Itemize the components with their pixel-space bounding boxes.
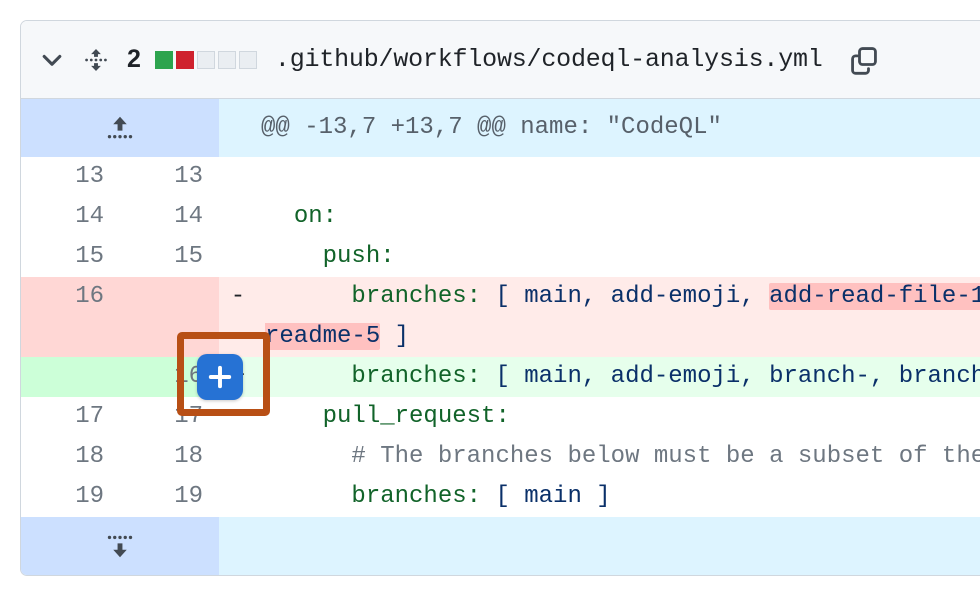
diffstat-bar [154,50,257,69]
expand-vertical-icon[interactable] [79,43,113,77]
diff-marker [219,437,257,477]
line-number-new[interactable]: 18 [120,437,219,477]
diffstat-square-deleted [175,50,194,69]
diff-marker [219,397,257,437]
line-number-new[interactable] [120,277,219,357]
line-number-new[interactable]: 13 [120,157,219,197]
hunk-header-text: @@ -13,7 +13,7 @@ name: "CodeQL" [219,99,980,157]
diff-table: @@ -13,7 +13,7 @@ name: "CodeQL" 13 13 1… [21,99,980,575]
code-token [265,243,323,270]
line-number-old[interactable]: 13 [21,157,120,197]
diff-row: 18 18 # The branches below must be a sub… [21,437,980,477]
code-token [265,483,351,510]
diffstat-square-neutral [217,50,236,69]
diff-marker [219,157,257,197]
diffstat-square-neutral [238,50,257,69]
code-token: branches: [351,363,482,390]
code-token [265,443,351,470]
diff-row: 14 14 on: [21,197,980,237]
expand-up-icon[interactable] [21,99,219,157]
line-number-old[interactable]: 17 [21,397,120,437]
code-token [265,283,351,310]
file-path[interactable]: .github/workflows/codeql-analysis.yml [274,45,823,74]
expand-down-filler [219,517,980,575]
line-number-old[interactable]: 15 [21,237,120,277]
code-line: pull_request: [257,397,980,437]
copy-icon[interactable] [847,43,881,77]
code-token [265,203,294,230]
diff-row-added: 16 + branches: [ main, add-emoji, branch… [21,357,980,397]
diff-marker [219,237,257,277]
expand-down-icon[interactable] [21,517,219,575]
diff-marker [219,477,257,517]
diff-row: 15 15 push: [21,237,980,277]
code-line: on: [257,197,980,237]
code-line: push: [257,237,980,277]
diff-row: 19 19 branches: [ main ] [21,477,980,517]
line-number-new[interactable]: 14 [120,197,219,237]
code-token: [ main, add-emoji, branch-, branch- [481,363,980,390]
code-token: on: [293,203,338,230]
diff-row-deleted: 16 - branches: [ main, add-emoji, add-re… [21,277,980,357]
diffstat-square-neutral [196,50,215,69]
code-token [265,403,323,430]
change-count: 2 [127,45,141,73]
diff-file-panel: 2 .github/workflows/codeql-analysis.yml [20,20,980,576]
line-number-old[interactable]: 19 [21,477,120,517]
code-line: branches: [ main, add-emoji, add-read-fi… [257,277,980,357]
code-line [257,157,980,197]
code-token: [ main, add-emoji, [481,283,770,310]
diff-row: 17 17 pull_request: [21,397,980,437]
diff-hunk-header-row: @@ -13,7 +13,7 @@ name: "CodeQL" [21,99,980,157]
line-number-new[interactable]: 17 [120,397,219,437]
code-token: branches: [351,283,482,310]
line-number-old[interactable]: 16 [21,277,120,357]
code-token: [ main ] [481,483,611,510]
line-number-old[interactable]: 14 [21,197,120,237]
add-comment-button[interactable] [197,354,243,400]
line-number-new[interactable]: 19 [120,477,219,517]
line-number-old[interactable]: 18 [21,437,120,477]
code-line: branches: [ main, add-emoji, branch-, br… [257,357,980,397]
code-token: ] [380,323,410,350]
code-line: # The branches below must be a subset of… [257,437,980,477]
line-number-new[interactable]: 15 [120,237,219,277]
diff-file-header: 2 .github/workflows/codeql-analysis.yml [21,21,980,99]
line-number-old[interactable] [21,357,120,397]
plus-icon [208,365,232,389]
code-token: pull_request: [322,403,510,430]
diff-marker-deleted: - [219,277,257,357]
code-token: branches: [351,483,482,510]
code-token: push: [322,243,395,270]
diff-marker [219,197,257,237]
code-token [265,363,351,390]
code-line: branches: [ main ] [257,477,980,517]
chevron-down-icon[interactable] [35,43,69,77]
diff-expand-down-row [21,517,980,575]
code-token: # The branches below must be a subset of… [351,443,980,470]
diff-row: 13 13 [21,157,980,197]
diffstat-square-added [154,50,173,69]
